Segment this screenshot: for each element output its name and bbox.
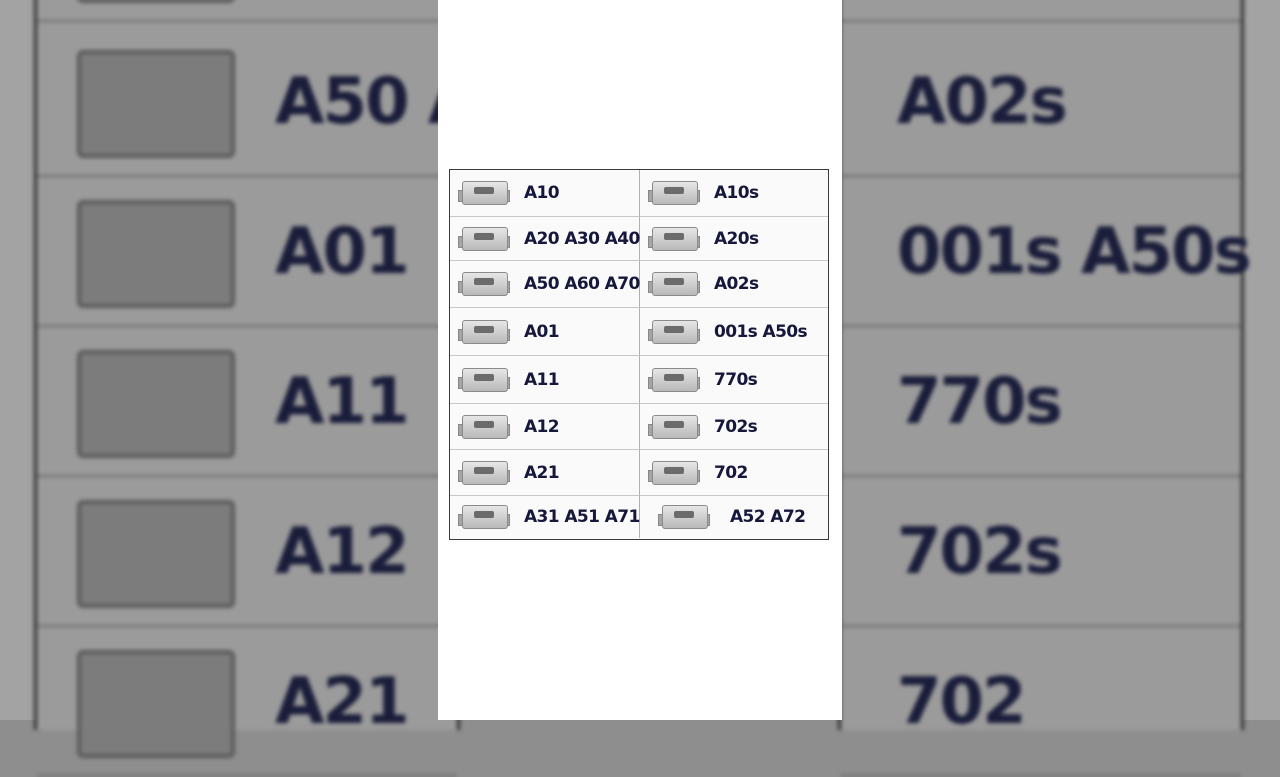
connector-icon: [648, 224, 700, 254]
connector-icon: [77, 0, 235, 3]
connector-icon: [77, 350, 235, 458]
background-label: A02s: [897, 65, 1068, 139]
connector-icon: [458, 178, 510, 208]
background-label: A11: [275, 365, 410, 439]
connector-icon: [648, 458, 700, 488]
connector-icon: [648, 365, 700, 395]
connector-icon: [658, 502, 710, 532]
connector-icon: [458, 317, 510, 347]
connector-icon: [648, 317, 700, 347]
connector-icon: [648, 178, 700, 208]
model-label: 770s: [714, 369, 758, 390]
background-row: A21: [37, 625, 457, 777]
background-row: 001s A50s: [841, 175, 1252, 327]
connector-icon: [458, 412, 510, 442]
connector-icon: [458, 269, 510, 299]
connector-cell-right: 770s: [640, 356, 828, 404]
connector-cell-right: 702: [640, 450, 828, 496]
model-label: A11: [524, 369, 560, 390]
connector-cell-left: A20 A30 A40: [450, 217, 640, 261]
background-row: 702s: [841, 475, 1241, 627]
connector-cell-right: A02s: [640, 261, 828, 308]
model-label: A12: [524, 416, 560, 437]
background-row: 702: [841, 625, 1241, 777]
connector-cell-left: A50 A60 A70: [450, 261, 640, 308]
background-row: A20 A: [37, 0, 457, 22]
connector-cell-left: A01: [450, 308, 640, 356]
connector-icon: [458, 458, 510, 488]
connector-cell-left: A11: [450, 356, 640, 404]
model-label: A31 A51 A71: [524, 507, 640, 527]
model-label: A02s: [714, 274, 759, 294]
background-row: A50 A6: [37, 25, 520, 177]
connector-cell-right: 001s A50s: [640, 308, 828, 356]
model-label: 702: [714, 462, 748, 483]
connector-cell-right: A52 A72: [640, 496, 828, 538]
background-label: A12: [275, 515, 410, 589]
background-row: 770s: [841, 325, 1241, 477]
model-label: A21: [524, 462, 560, 483]
background-row: A20s: [841, 0, 1241, 22]
connector-icon: [648, 412, 700, 442]
connector-icon: [77, 50, 235, 158]
background-label: 702s: [897, 515, 1063, 589]
background-row: A01: [37, 175, 457, 327]
model-label: A01: [524, 321, 560, 342]
background-label: 001s A50s: [897, 215, 1252, 289]
connector-icon: [77, 200, 235, 308]
connector-icon: [458, 502, 510, 532]
connector-cell-right: A10s: [640, 170, 828, 217]
background-label: A01: [275, 215, 410, 289]
background-row: A12: [37, 475, 457, 627]
model-label: A52 A72: [730, 507, 806, 527]
background-label: A21: [275, 665, 410, 739]
connector-icon: [458, 224, 510, 254]
connector-cell-left: A10: [450, 170, 640, 217]
model-label: A20s: [714, 228, 759, 249]
connector-cell-right: 702s: [640, 404, 828, 450]
connector-cell-right: A20s: [640, 217, 828, 261]
model-label: A10: [524, 183, 560, 203]
model-label: 001s A50s: [714, 321, 808, 342]
connector-cell-left: A21: [450, 450, 640, 496]
connector-cell-left: A31 A51 A71: [450, 496, 640, 538]
background-label: 702: [897, 665, 1027, 739]
model-label: A50 A60 A70: [524, 274, 640, 294]
model-label: A10s: [714, 183, 759, 203]
background-row: A02s: [841, 25, 1241, 177]
background-label: 770s: [897, 365, 1063, 439]
connector-icon: [77, 500, 235, 608]
connector-icon: [77, 650, 235, 758]
connector-cell-left: A12: [450, 404, 640, 450]
connector-icon: [458, 365, 510, 395]
model-label: 702s: [714, 416, 758, 437]
model-label: A20 A30 A40: [524, 228, 640, 249]
connector-icon: [648, 269, 700, 299]
background-row: A11: [37, 325, 457, 477]
